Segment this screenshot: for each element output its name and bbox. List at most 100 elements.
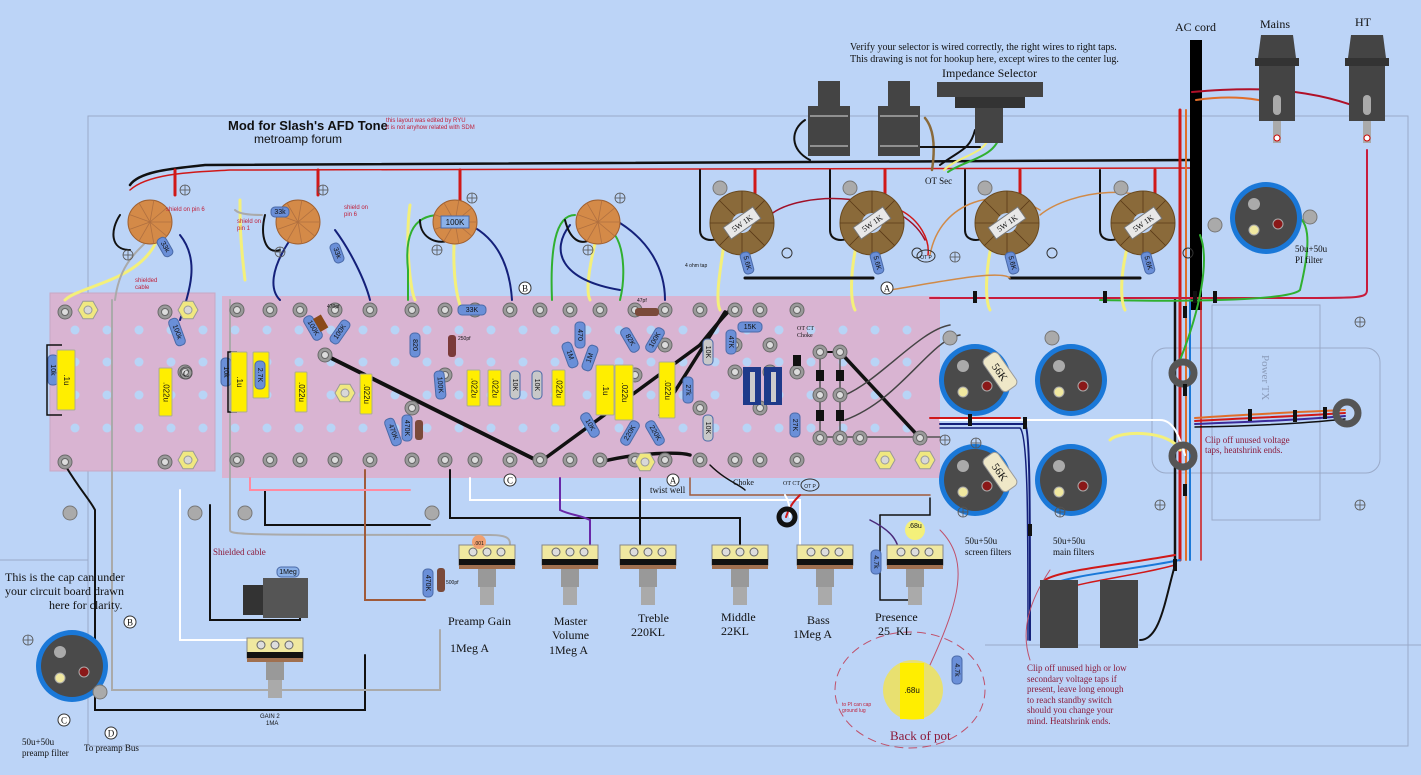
pot-lug bbox=[551, 547, 561, 557]
resistor-value: 10k bbox=[49, 364, 56, 376]
turret-inner bbox=[793, 306, 801, 314]
capacitor-body bbox=[359, 373, 373, 415]
screen-filters-label-1: 50u+50u bbox=[965, 536, 998, 546]
can-lug-red bbox=[981, 480, 993, 492]
resistor-value: 15K bbox=[744, 324, 757, 331]
turret bbox=[327, 302, 343, 318]
resistor-body bbox=[869, 251, 885, 275]
pot-band bbox=[459, 559, 515, 565]
board-hole bbox=[230, 325, 240, 335]
socket-divider bbox=[138, 221, 151, 242]
wire-tie bbox=[1173, 559, 1177, 571]
pot-presence bbox=[886, 544, 944, 605]
turret-inner bbox=[696, 456, 704, 464]
pot-treble bbox=[619, 544, 677, 605]
turret-inner bbox=[61, 458, 69, 466]
layout-subtitle: metroamp forum bbox=[254, 132, 343, 146]
resistor-value: 27k bbox=[684, 384, 691, 396]
turret-inner bbox=[233, 456, 241, 464]
capacitor-body bbox=[466, 369, 481, 407]
turret-inner bbox=[366, 306, 374, 314]
turret bbox=[467, 452, 483, 468]
turret-inner bbox=[816, 348, 824, 356]
fuse-cap bbox=[1258, 35, 1296, 58]
turret bbox=[532, 302, 548, 318]
pot-shaft-bush bbox=[561, 569, 579, 587]
board-hole bbox=[838, 325, 848, 335]
board-hole bbox=[486, 325, 496, 335]
board-hole bbox=[902, 325, 912, 335]
turret bbox=[727, 302, 743, 318]
turret-inner bbox=[506, 456, 514, 464]
resistor-value: 470 bbox=[576, 329, 583, 341]
marker-b bbox=[518, 281, 532, 295]
board-hole bbox=[294, 423, 304, 433]
capacitor-body bbox=[230, 351, 248, 413]
back-of-pot-cap-value: .68u bbox=[904, 686, 920, 695]
turret bbox=[657, 452, 673, 468]
resistor-body bbox=[329, 319, 351, 345]
turret-inner bbox=[661, 456, 669, 464]
pot-lug bbox=[270, 640, 280, 650]
ground-lug bbox=[942, 330, 958, 346]
board-hole bbox=[806, 325, 816, 335]
impedance-selector-top bbox=[937, 82, 1043, 97]
main-filter-can bbox=[1035, 444, 1107, 516]
ot-sec-label: OT Sec bbox=[925, 176, 953, 186]
board-hole bbox=[774, 357, 784, 367]
pot-base bbox=[712, 565, 768, 569]
resistor-body bbox=[951, 655, 963, 685]
resistor-value: 5.6K bbox=[1006, 255, 1017, 271]
capacitor-0-022u: .022u bbox=[466, 369, 481, 407]
capacitor-presence-value: .68u bbox=[908, 523, 922, 530]
turret bbox=[789, 302, 805, 318]
board-hole bbox=[390, 325, 400, 335]
socket-divider bbox=[286, 221, 299, 242]
board-hole bbox=[230, 423, 240, 433]
resistor-10k: 10K bbox=[531, 370, 543, 400]
capacitor-body bbox=[158, 367, 173, 417]
diode bbox=[793, 355, 801, 366]
main-filter-can bbox=[1035, 344, 1107, 416]
edit-note-1: this layout was edited by RYU bbox=[386, 118, 466, 124]
turret-inner bbox=[536, 306, 544, 314]
edit-note-2: it is not anyhow related with SDM bbox=[386, 125, 475, 131]
socket-divider bbox=[878, 229, 895, 246]
marker-b-label: B bbox=[127, 618, 133, 628]
wire-tie bbox=[1213, 291, 1217, 303]
board-hole bbox=[422, 357, 432, 367]
fuse-flange bbox=[1345, 58, 1389, 66]
turret-inner bbox=[731, 456, 739, 464]
turret-inner bbox=[296, 456, 304, 464]
turret-inner bbox=[566, 306, 574, 314]
socket-divider bbox=[577, 221, 599, 230]
pot-shaft bbox=[733, 587, 747, 605]
turret-inner bbox=[836, 434, 844, 442]
capacitor-value: .022u bbox=[161, 382, 170, 402]
turret bbox=[157, 454, 173, 470]
socket-divider bbox=[149, 200, 155, 223]
capacitor-250pf-value: 250pf bbox=[458, 336, 471, 342]
socket-divider bbox=[597, 221, 603, 244]
capacitor-value: .022u bbox=[554, 378, 563, 398]
board-hole bbox=[70, 423, 80, 433]
resistor-body bbox=[682, 376, 694, 404]
wire-tie bbox=[1293, 410, 1297, 422]
turret bbox=[852, 430, 868, 446]
wire-tie bbox=[973, 291, 977, 303]
resistor-value: 100K bbox=[435, 377, 443, 394]
turret bbox=[57, 454, 73, 470]
turret bbox=[157, 304, 173, 320]
jack-body bbox=[878, 106, 920, 156]
turret bbox=[789, 452, 805, 468]
resistor-body bbox=[531, 370, 543, 400]
socket-divider bbox=[286, 202, 299, 223]
marker-c-label: C bbox=[183, 369, 189, 379]
resistor-33k: 33k bbox=[270, 206, 290, 218]
turret-inner bbox=[536, 456, 544, 464]
board-hole bbox=[774, 423, 784, 433]
resistor-value: 27K bbox=[791, 419, 798, 432]
mount-hole-crosshair bbox=[939, 434, 951, 446]
resistor-value: 100K bbox=[446, 218, 465, 227]
diode bbox=[816, 370, 824, 381]
